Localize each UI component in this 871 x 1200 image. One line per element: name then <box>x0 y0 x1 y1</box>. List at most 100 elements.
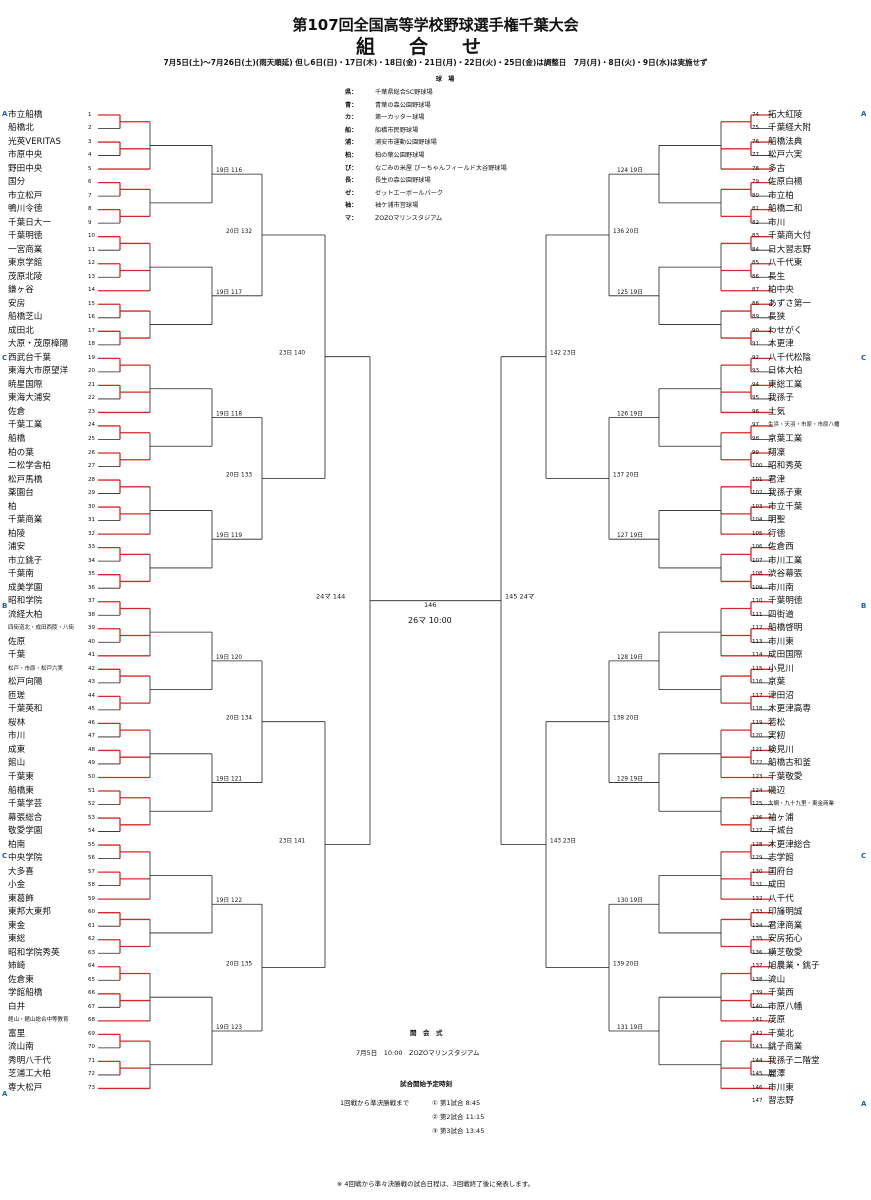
team-number: 142 <box>752 1030 763 1037</box>
team-left: 昭和学院 <box>8 596 43 607</box>
venue-code: 柏： <box>345 151 358 159</box>
team-number: 90 <box>752 327 759 334</box>
team-number: 108 <box>752 571 763 578</box>
team-left: 船橋東 <box>8 785 34 796</box>
venue-row: ぴ：なごみの米屋 ぴーちゃんフィールド大谷野球場 <box>345 163 545 176</box>
team-right: 千城台 <box>768 826 794 837</box>
team-number: 31 <box>88 517 95 524</box>
team-left: 流経大柏 <box>8 609 43 620</box>
team-number: 82 <box>752 219 759 226</box>
team-number: 66 <box>88 990 95 997</box>
team-number: 20 <box>88 368 95 375</box>
team-number: 22 <box>88 395 95 402</box>
team-right: 市川東 <box>768 1082 794 1093</box>
team-left: 桜林 <box>8 717 26 728</box>
team-number: 44 <box>88 692 95 699</box>
team-number: 120 <box>752 733 763 740</box>
team-right: 船橋二和 <box>768 204 803 215</box>
team-right: 君津商業 <box>768 920 803 931</box>
team-number: 35 <box>88 571 95 578</box>
times-heading: 試合開始予定時刻 <box>400 1080 452 1088</box>
team-right: 木更津 <box>768 339 794 350</box>
team-left: 千葉学芸 <box>8 799 43 810</box>
team-number: 30 <box>88 503 95 510</box>
venue-code: 長： <box>345 177 358 185</box>
team-right: 土気 <box>768 406 786 417</box>
team-number: 124 <box>752 787 763 794</box>
venue-name: 船橋市民野球場 <box>375 126 419 134</box>
round-label: 23日 141 <box>279 838 305 845</box>
page-subtitle: 組合せ <box>355 36 515 58</box>
venue-name: 浦安市運動公園野球場 <box>375 139 437 147</box>
team-right: 成田国際 <box>768 650 803 661</box>
round-label: 139 20日 <box>613 961 639 968</box>
team-right: 明聖 <box>768 515 786 526</box>
team-number: 52 <box>88 801 95 808</box>
team-number: 105 <box>752 530 763 537</box>
team-number: 16 <box>88 314 95 321</box>
team-number: 24 <box>88 422 95 429</box>
venue-name: 柏の葉公園野球場 <box>375 151 425 159</box>
team-left: 千葉日大一 <box>8 217 51 228</box>
team-left: 学館船橋 <box>8 988 43 999</box>
team-number: 68 <box>88 1017 95 1024</box>
team-number: 116 <box>752 679 763 686</box>
round-label: 124 19日 <box>617 167 643 174</box>
team-number: 39 <box>88 625 95 632</box>
team-number: 114 <box>752 652 763 659</box>
team-number: 101 <box>752 476 763 483</box>
team-number: 40 <box>88 638 95 645</box>
team-number: 98 <box>752 435 759 442</box>
team-number: 140 <box>752 1003 763 1010</box>
team-number: 77 <box>752 152 759 159</box>
round-label: 24マ 144 <box>316 593 345 601</box>
team-number: 146 <box>752 1084 763 1091</box>
team-number: 7 <box>88 192 92 199</box>
team-number: 57 <box>88 868 95 875</box>
time-slot-1: ① 第1試合 8:45 <box>432 1099 481 1107</box>
team-right: 千葉商大付 <box>768 231 811 242</box>
team-number: 112 <box>752 625 763 632</box>
team-left: 柏南 <box>8 839 26 850</box>
team-number: 86 <box>752 273 759 280</box>
venue-name: 第一カッター球場 <box>375 114 425 122</box>
team-number: 91 <box>752 341 759 348</box>
team-right: 生浜・天羽・市原・市原八幡 <box>768 422 840 429</box>
team-number: 121 <box>752 746 763 753</box>
team-left: 佐倉 <box>8 406 26 417</box>
team-number: 132 <box>752 895 763 902</box>
round-label: 138 20日 <box>613 715 639 722</box>
venue-row: 船：船橋市民野球場 <box>345 125 545 138</box>
team-number: 48 <box>88 746 95 753</box>
venue-row: カ：第一カッター球場 <box>345 112 545 125</box>
team-left: 市立松戸 <box>8 190 43 201</box>
team-right: 昭和秀英 <box>768 461 803 472</box>
venue-code: 県： <box>345 89 358 96</box>
team-right: あずさ第一 <box>768 298 811 309</box>
team-left: 船橋北 <box>8 123 34 134</box>
team-number: 113 <box>752 638 763 645</box>
team-number: 87 <box>752 287 759 294</box>
team-number: 89 <box>752 314 759 321</box>
team-right: 柏中央 <box>768 285 794 296</box>
team-left: 柏陵 <box>8 528 26 539</box>
team-number: 33 <box>88 544 95 551</box>
team-left: 茂原北陵 <box>8 271 43 282</box>
team-left: 成美学園 <box>8 582 43 593</box>
team-number: 99 <box>752 449 759 456</box>
team-number: 107 <box>752 557 763 564</box>
block-label-a: A <box>2 110 8 118</box>
team-number: 69 <box>88 1030 95 1037</box>
team-number: 8 <box>88 206 92 213</box>
team-number: 111 <box>752 611 763 618</box>
round-label: 19日 117 <box>216 289 242 296</box>
team-number: 117 <box>752 692 763 699</box>
team-right: 磯辺 <box>768 785 786 796</box>
team-left: 館山・館山総合中等教育 <box>8 1017 69 1024</box>
team-number: 139 <box>752 990 763 997</box>
round-label: 130 19日 <box>617 897 643 904</box>
final-number: 146 <box>424 601 437 609</box>
team-number: 56 <box>88 855 95 862</box>
team-number: 119 <box>752 719 763 726</box>
